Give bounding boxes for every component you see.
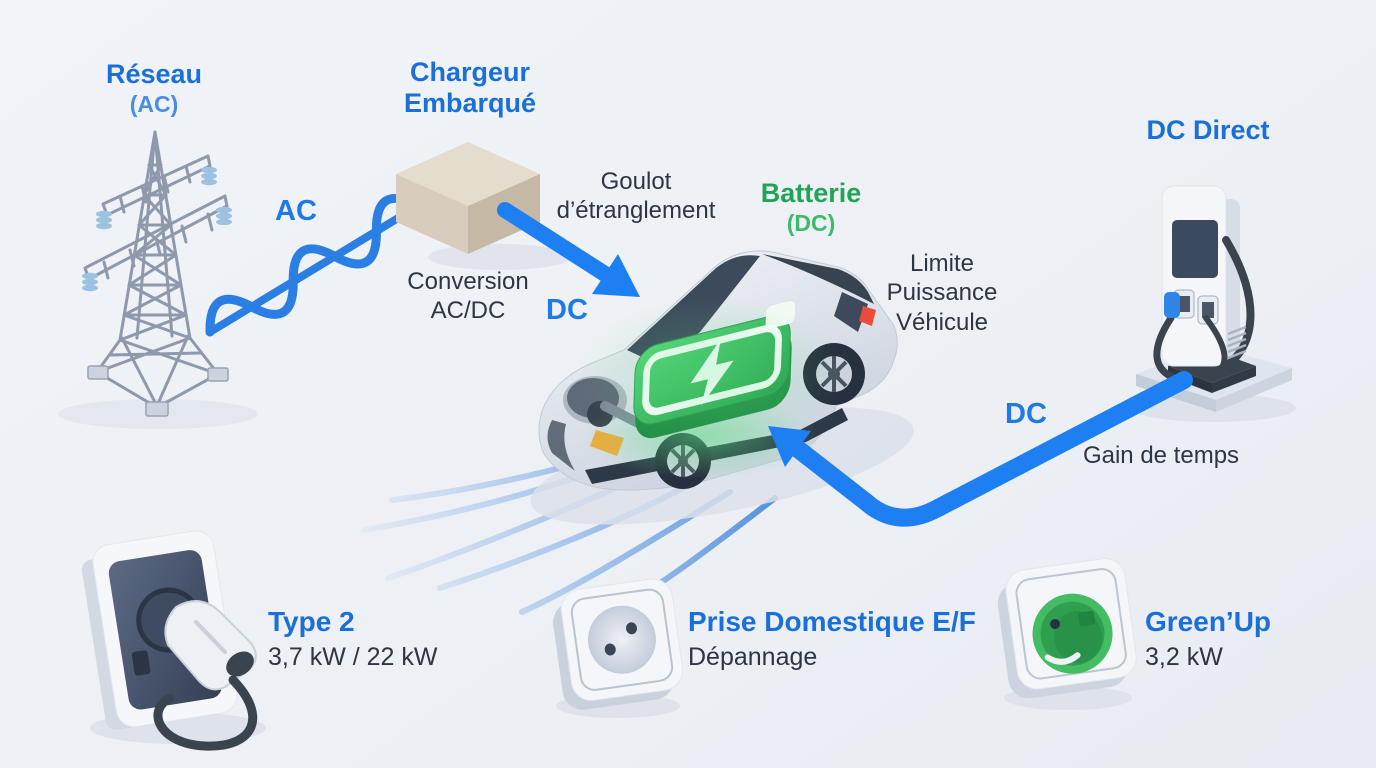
dc-onboard-label: DC bbox=[546, 294, 588, 326]
dc-fast-arrow-icon bbox=[768, 371, 1193, 527]
wallbox-cable bbox=[153, 675, 258, 751]
taillight bbox=[859, 306, 876, 326]
gain-de-temps-label: Gain de temps bbox=[1082, 442, 1240, 469]
domestic-socket-icon bbox=[553, 578, 684, 718]
grid-title: Réseau bbox=[105, 59, 203, 89]
greenup-socket-icon bbox=[997, 558, 1137, 710]
prise-name: Prise Domestique E/F bbox=[688, 606, 976, 637]
battery-title: Batterie bbox=[760, 178, 862, 208]
dc-arrow-icon bbox=[497, 202, 640, 297]
vehicle-limit-label: Limite Puissance Véhicule bbox=[886, 250, 998, 336]
charger-cable bbox=[1212, 236, 1255, 376]
type2-detail: 3,7 kW / 22 kW bbox=[268, 643, 438, 671]
dc-direct-title: DC Direct bbox=[1146, 115, 1270, 145]
roof-line bbox=[762, 254, 874, 304]
charger-box-icon bbox=[396, 142, 572, 270]
greenup-name: Green’Up bbox=[1145, 606, 1272, 637]
tower-feet bbox=[87, 365, 229, 417]
dc-fast-label: DC bbox=[1005, 398, 1047, 430]
ac-sine-wave-icon bbox=[205, 193, 423, 337]
grid-subtitle: (AC) bbox=[129, 91, 179, 117]
dc-fast-charger-icon bbox=[1132, 185, 1296, 422]
electric-car-icon bbox=[530, 250, 914, 525]
greenup-detail: 3,2 kW bbox=[1145, 643, 1223, 671]
prise-detail: Dépannage bbox=[688, 643, 818, 671]
conversion-caption: Conversion AC/DC bbox=[407, 268, 529, 325]
wallbox-type2-icon bbox=[81, 530, 266, 751]
ac-flow-label: AC bbox=[275, 195, 317, 227]
battery-subtitle: (DC) bbox=[786, 210, 836, 236]
charger-screen bbox=[1172, 220, 1218, 278]
bottleneck-label: Goulot d’étranglement bbox=[556, 168, 716, 225]
onboard-charger-title: Chargeur Embarqué bbox=[403, 57, 537, 118]
rear-window bbox=[834, 292, 868, 332]
insulator-icons bbox=[82, 166, 232, 292]
blue-connector bbox=[1164, 292, 1180, 318]
type2-name: Type 2 bbox=[268, 606, 355, 637]
transmission-tower-icon bbox=[58, 130, 258, 429]
